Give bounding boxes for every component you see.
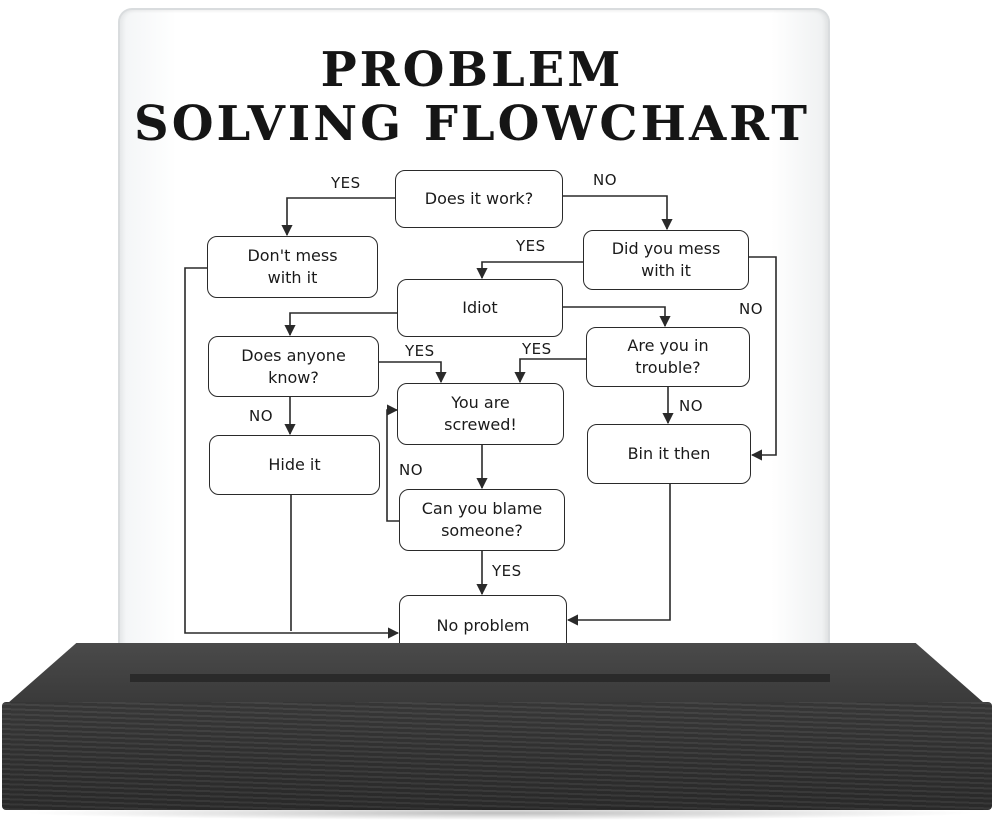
- edge-idiot-anyone: [284, 312, 397, 337]
- label-blame-yes: YES: [492, 562, 522, 580]
- label-blame-no: NO: [399, 461, 424, 479]
- node-hide-it: Hide it: [209, 435, 380, 495]
- node-does-it-work: Does it work?: [395, 170, 563, 228]
- node-are-you-in-trouble: Are you in trouble?: [586, 327, 750, 387]
- edge-blame-no: [386, 404, 399, 522]
- edge-bin-no-problem: [566, 484, 671, 626]
- node-you-are-screwed: You are screwed!: [397, 383, 564, 445]
- node-idiot: Idiot: [397, 279, 563, 337]
- label-works-no: NO: [593, 171, 618, 189]
- node-bin-it-then: Bin it then: [587, 424, 751, 484]
- edge-did-mess-yes: [476, 261, 583, 280]
- edge-did-mess-no: [748, 256, 777, 461]
- wooden-base-slot: [130, 674, 830, 682]
- label-trouble-no: NO: [679, 397, 704, 415]
- edge-works-no: [562, 195, 673, 231]
- edge-works-yes: [281, 197, 395, 237]
- label-anyone-yes: YES: [405, 342, 435, 360]
- node-can-you-blame-someone: Can you blame someone?: [399, 489, 565, 551]
- label-did-mess-yes: YES: [516, 237, 546, 255]
- node-dont-mess-with-it: Don't mess with it: [207, 236, 378, 298]
- node-does-anyone-know: Does anyone know?: [208, 336, 379, 397]
- label-trouble-yes: YES: [522, 340, 552, 358]
- title-line-1: PROBLEM: [320, 42, 624, 98]
- title-line-2: SOLVING FLOWCHART: [134, 96, 810, 152]
- edge-anyone-yes: [378, 361, 447, 384]
- base-shadow: [20, 806, 980, 820]
- label-did-mess-no: NO: [739, 300, 764, 318]
- label-works-yes: YES: [331, 174, 361, 192]
- wooden-base-top: [8, 643, 984, 703]
- node-did-you-mess-with-it: Did you mess with it: [583, 230, 749, 290]
- edge-trouble-yes: [514, 358, 586, 384]
- label-anyone-no: NO: [249, 407, 274, 425]
- edge-idiot-trouble: [562, 306, 671, 328]
- wooden-base-front: [2, 702, 992, 810]
- edge-dont-mess-no-problem: [184, 267, 400, 639]
